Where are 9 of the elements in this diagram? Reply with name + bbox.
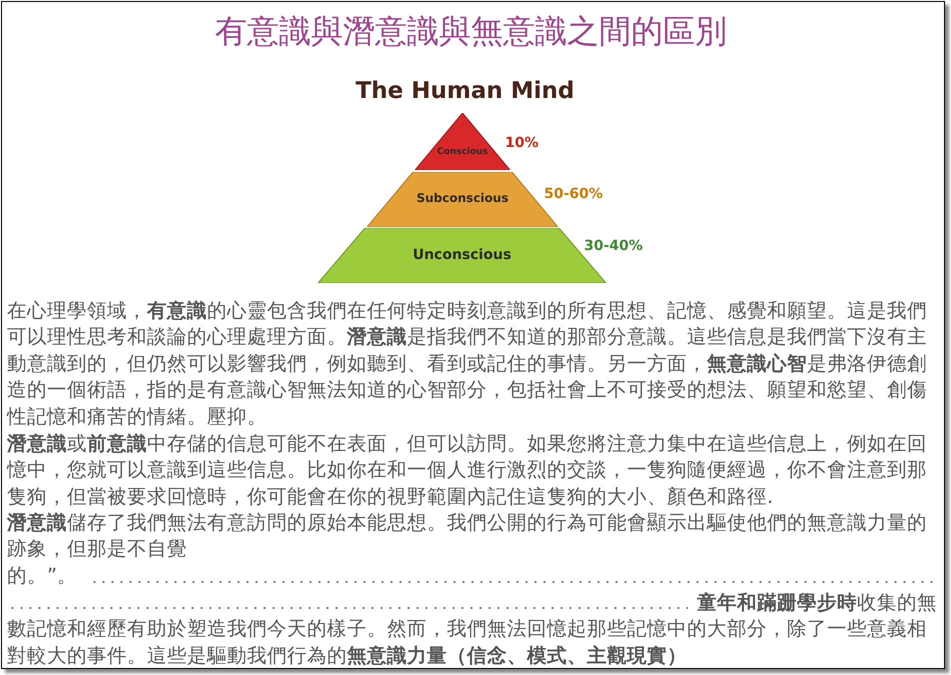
layer-label: Unconscious — [412, 247, 512, 263]
paragraph: 潛意識儲存了我們無法有意訪問的原始本能思想。我們公開的行為可能會顯示出驅使他們的無意識力量的跡象，但那是不自覺 — [7, 510, 928, 562]
paragraph: 童年和蹣跚學步時收集的無數記憶和經歷有助於塑造我們今天的樣子。然而，我們無法回憶起那些記憶中的大部分，除了一些意義相對較大的事件。這些是驅動我們行為的無意識力量（信念、模式、主觀現實） — [7, 590, 938, 669]
paragraph: 在心理學領域，有意識的心靈包含我們在任何特定時刻意識到的所有思想、記憶、感覺和願望。這是我們可以理性思考和談論的心理處理方面。潛意識是指我們不知道的那部分意識。這些信息是我們當下沒有主動意識到的，但仍然可以影響我們，例如聽到、看到或記住的事情。另一方面，無意識心智是弗洛伊德創造的一個術語，指的是有意識心智無法知道的心智部分，包括社會上不可接受的想法、願望和慾望、創傷性記憶和痛苦的情緒。壓抑。 — [7, 298, 928, 430]
title: 有意識與潛意識與無意識之間的區別 — [214, 11, 728, 52]
layer-label: Conscious — [436, 147, 489, 157]
chart-title: The Human Mind — [354, 78, 576, 104]
text-fragment: 的。”。 — [7, 563, 78, 589]
paragraph: 潛意識或前意識中存儲的信息可能不在表面，但可以訪問。如果您將注意力集中在這些信息上，例如在回憶中，您就可以意識到這些信息。比如你在和一個人進行激烈的交談，一隻狗隨便經過，你不會注意到那隻狗，但當被要求回憶時，你可能會在你的視野範圍內記住這隻狗的大小、顏色和路徑. — [7, 431, 928, 510]
